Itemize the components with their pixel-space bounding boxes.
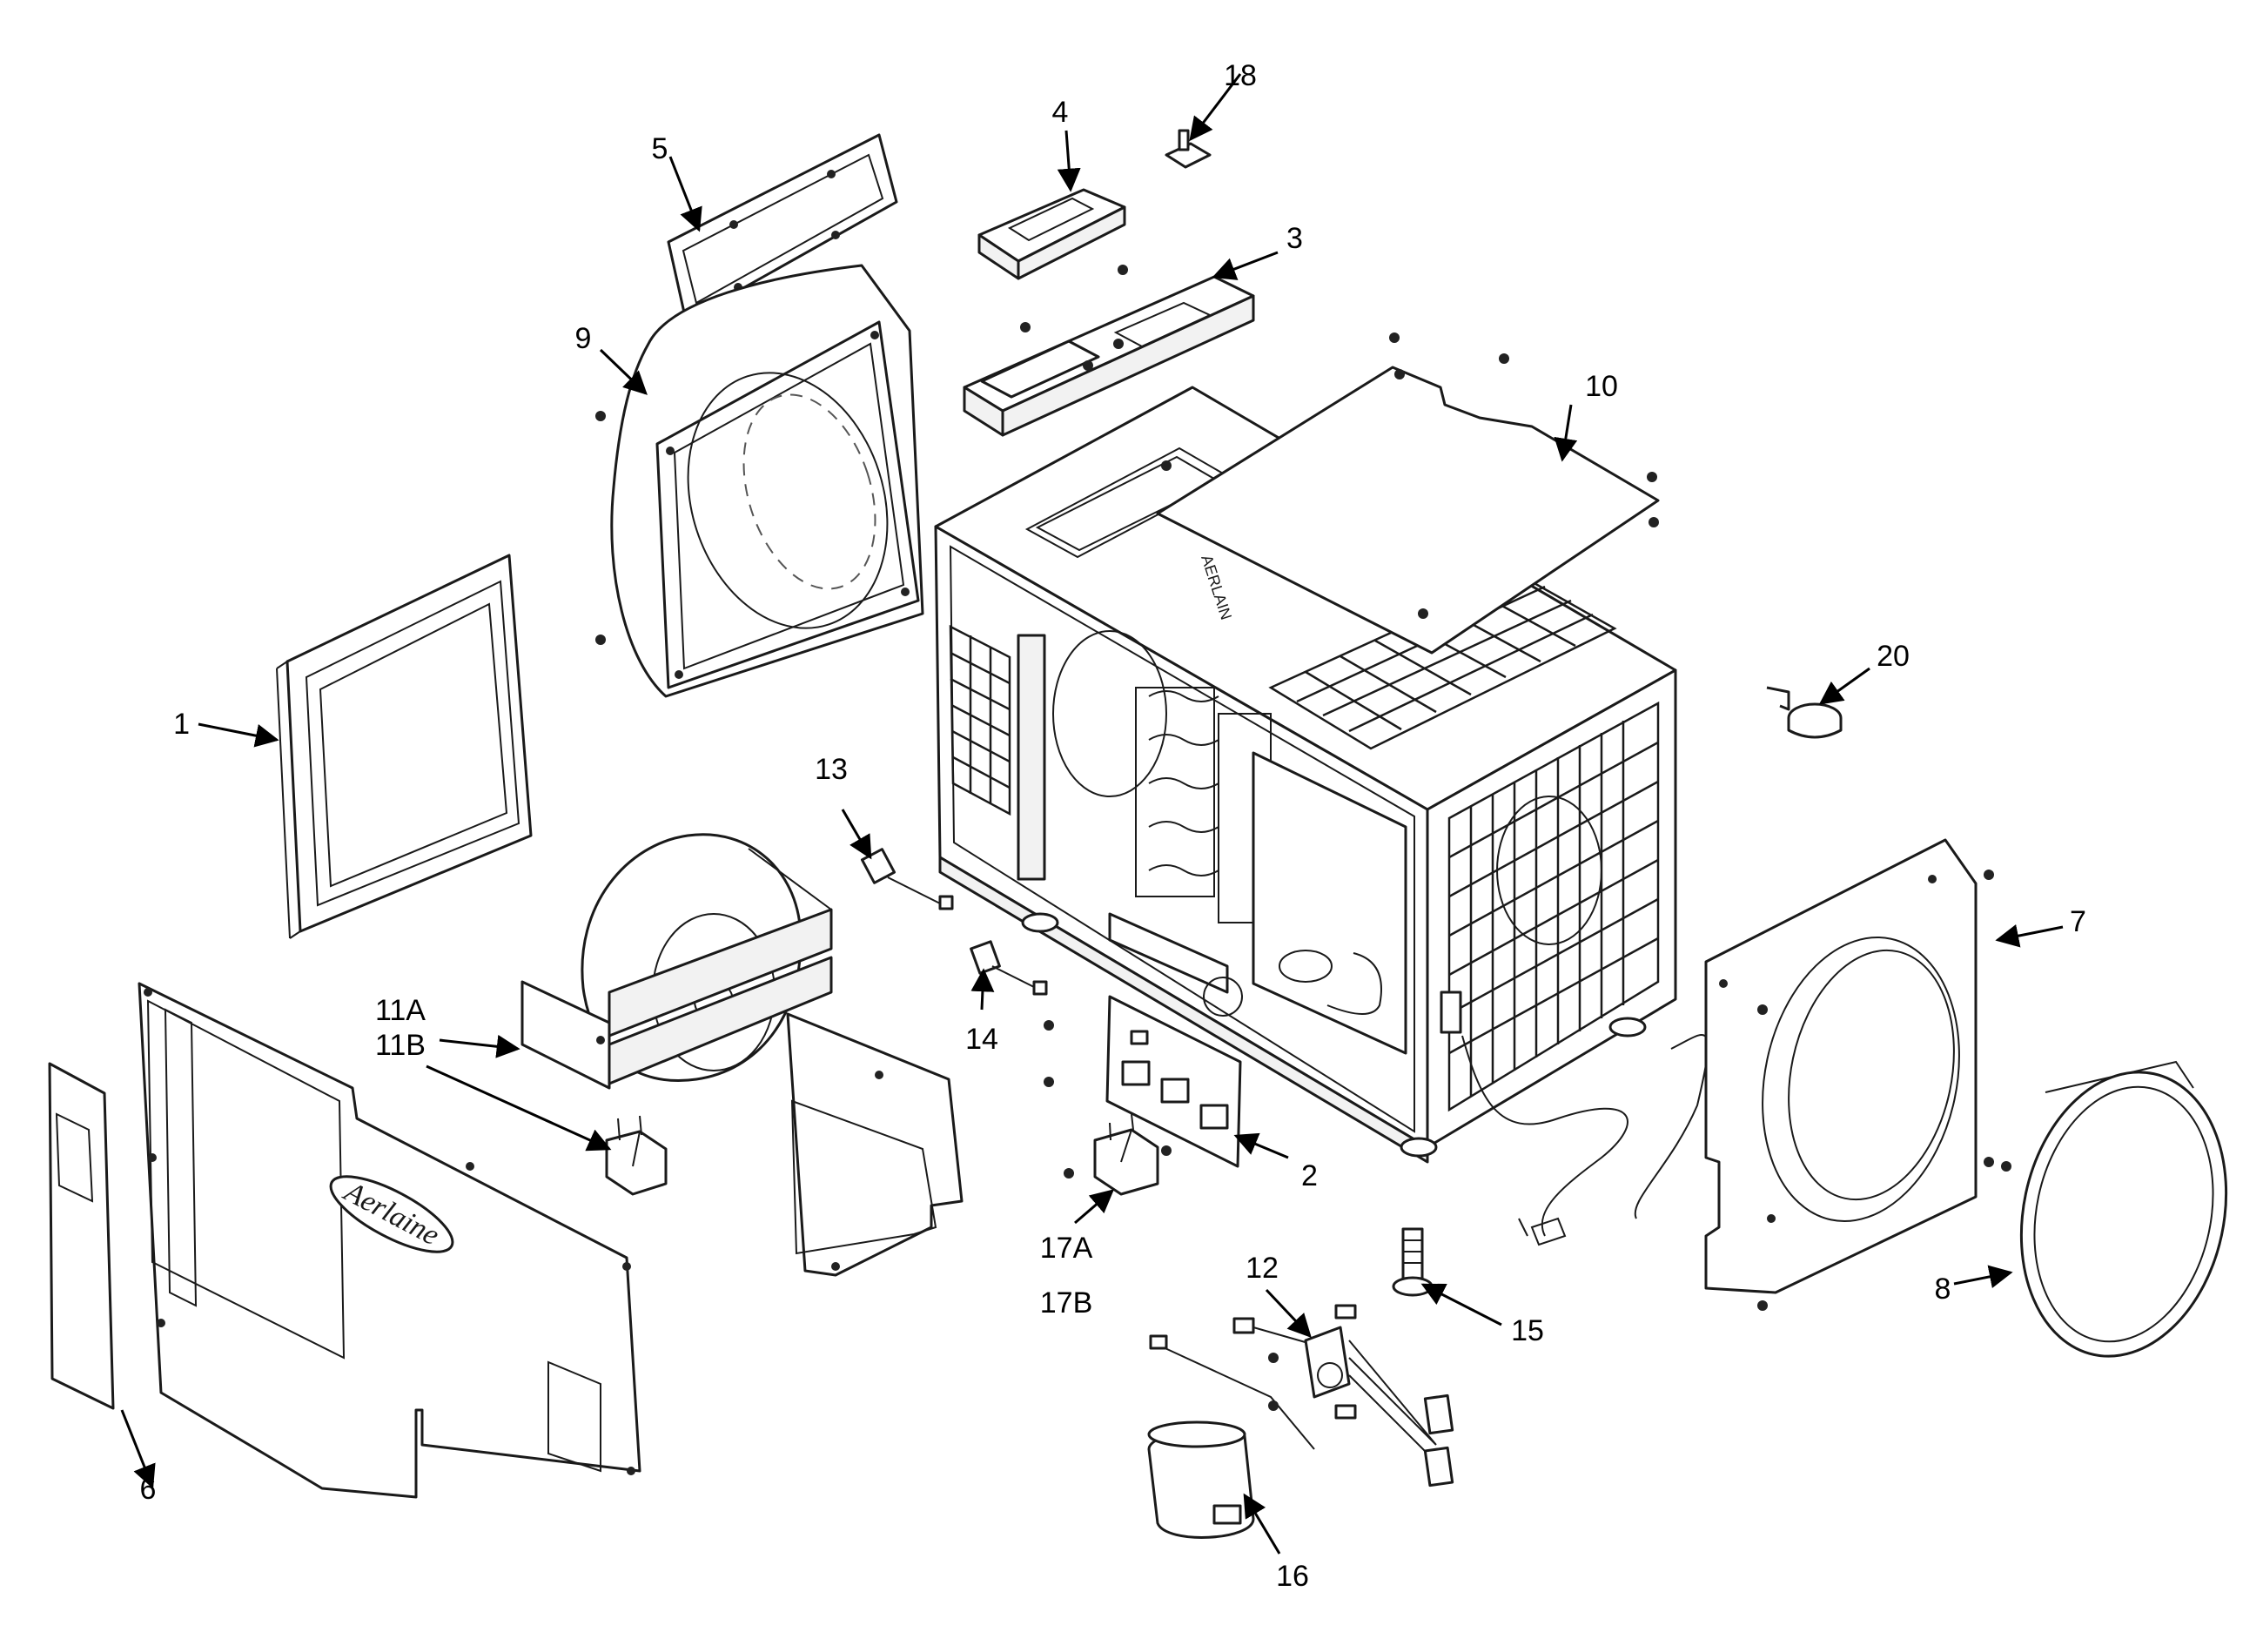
callout-16: 16 (1276, 1560, 1309, 1593)
screw-icon (1020, 322, 1031, 332)
callout-20: 20 (1877, 640, 1910, 673)
callout-labels: 1 2 3 4 5 6 7 8 9 10 11A 11B 12 13 14 15… (140, 59, 2086, 1593)
callout-8: 8 (1935, 1273, 1951, 1306)
callout-10: 10 (1585, 370, 1618, 403)
callout-3: 3 (1286, 222, 1303, 255)
part-11-capacitor (605, 1115, 668, 1196)
screw-icon (2001, 1161, 2011, 1172)
part-4-control-cover (977, 188, 1126, 280)
screw-icon (1268, 1400, 1279, 1411)
screw-icon (1044, 1077, 1054, 1087)
part-16-run-capacitor (1147, 1420, 1255, 1539)
inner-divider-panel (786, 1012, 964, 1277)
screw-icon (1044, 1020, 1054, 1031)
callout-leaders (120, 73, 2064, 1555)
main-cabinet (934, 386, 1709, 1246)
screw-icon (1268, 1353, 1279, 1363)
callout-12: 12 (1246, 1252, 1279, 1285)
callout-13: 13 (815, 753, 848, 786)
screw-icon (1389, 332, 1400, 343)
part-9-fan-shroud (610, 264, 924, 698)
screw-icon (1757, 1300, 1768, 1311)
screw-icon (1161, 1145, 1172, 1156)
front-access-panel: Aerlaine (138, 982, 641, 1499)
callout-11a: 11A (375, 994, 426, 1027)
screw-icon (1499, 353, 1509, 364)
screw-icon (1647, 472, 1657, 482)
screw-icon (595, 635, 606, 645)
callout-2: 2 (1301, 1159, 1318, 1192)
part-18-sensor (1165, 129, 1212, 169)
callout-5: 5 (652, 132, 668, 165)
part-1-filter-frame (276, 554, 533, 939)
callout-14: 14 (965, 1023, 998, 1056)
screw-icon (1064, 1168, 1074, 1179)
callout-1: 1 (173, 708, 190, 741)
callout-4: 4 (1052, 96, 1069, 129)
part-3-control-bracket (963, 275, 1255, 437)
callout-15: 15 (1511, 1314, 1544, 1347)
part-7-rear-shroud (1704, 838, 1978, 1294)
screw-icon (1984, 1157, 1994, 1167)
part-11-blower-assembly (520, 833, 833, 1090)
screw-icon (595, 411, 606, 421)
part-13-sensor (860, 848, 954, 910)
screw-icon (1757, 1004, 1768, 1015)
callout-6: 6 (140, 1473, 157, 1506)
screw-icon (1161, 460, 1172, 471)
callout-11b: 11B (375, 1029, 426, 1062)
callout-7: 7 (2070, 905, 2086, 938)
part-17-relay (1093, 1113, 1159, 1196)
screw-icon (1118, 265, 1128, 275)
callout-17b: 17B (1040, 1286, 1093, 1320)
screw-icon (1984, 870, 1994, 880)
callout-18: 18 (1224, 59, 1257, 92)
part-8-guard-ring (2019, 1060, 2228, 1358)
part-20-float-sensor (1766, 686, 1843, 739)
part-2-control-board (1105, 995, 1242, 1168)
callout-9: 9 (575, 322, 592, 355)
callout-17a: 17A (1040, 1232, 1093, 1265)
part-12-wire-harness (1149, 1304, 1454, 1487)
part-6-side-plate (48, 1062, 115, 1410)
